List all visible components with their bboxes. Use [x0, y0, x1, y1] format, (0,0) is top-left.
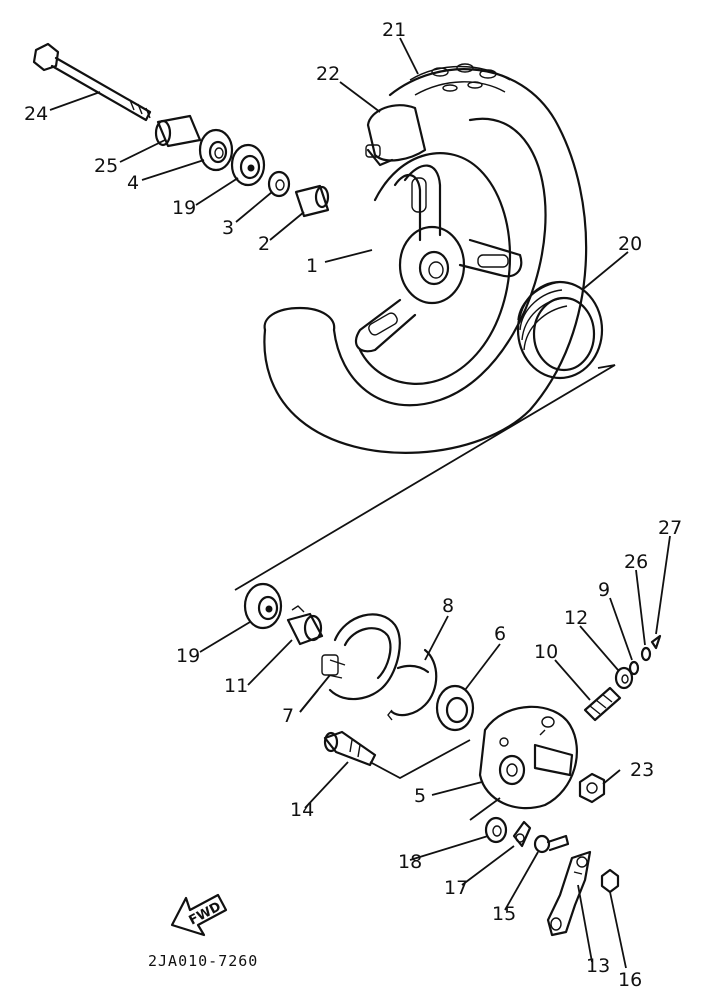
adjuster-nut	[614, 666, 634, 690]
brake-camshaft	[323, 730, 377, 767]
callout-7: 7	[282, 705, 294, 727]
cotter-pin	[650, 634, 662, 650]
assembly-line-upper	[234, 364, 616, 591]
callout-11: 11	[224, 675, 248, 697]
bolt-15	[533, 834, 570, 854]
bearing-19-lower	[243, 582, 283, 630]
camshaft-lever	[546, 850, 592, 937]
callout-10: 10	[534, 641, 558, 663]
callout-20: 20	[618, 233, 642, 255]
assembly-line-panel	[469, 797, 501, 821]
fwd-direction-arrow: FWD	[170, 893, 228, 937]
callout-25: 25	[94, 155, 118, 177]
wear-indicator	[512, 820, 532, 848]
nut-16	[600, 868, 620, 894]
callout-22: 22	[316, 63, 340, 85]
fwd-label: FWD	[187, 899, 224, 928]
wheel-rim	[263, 63, 588, 454]
callout-24: 24	[24, 103, 48, 125]
collar-3	[267, 170, 291, 198]
callout-19-upper: 19	[172, 197, 196, 219]
drawing-code: 2JA010-7260	[148, 952, 258, 970]
brake-shoes	[321, 613, 401, 701]
callout-9: 9	[598, 579, 610, 601]
callout-3: 3	[222, 217, 234, 239]
callout-18: 18	[398, 851, 422, 873]
washer-26	[640, 646, 652, 662]
washer-9	[628, 660, 640, 676]
callout-1: 1	[306, 255, 318, 277]
bearing-19-upper	[230, 143, 266, 187]
callout-27: 27	[658, 517, 682, 539]
return-spring	[387, 648, 438, 721]
brake-shoe-plate	[478, 705, 578, 810]
bearing-4	[198, 128, 234, 172]
callout-5: 5	[414, 785, 426, 807]
spacer-25	[154, 114, 202, 148]
callout-21: 21	[382, 19, 406, 41]
callout-17: 17	[444, 877, 468, 899]
callout-labels: 21 22 24 25 4 19 3 2 1 20 27 26 9 12 8 6…	[24, 19, 682, 991]
callout-26: 26	[624, 551, 648, 573]
washer-18	[484, 816, 508, 844]
axle-nut	[578, 772, 606, 804]
brake-drum-liner	[516, 280, 604, 380]
collar-11	[286, 605, 324, 646]
cable-adjuster	[583, 686, 622, 722]
callout-23: 23	[630, 759, 654, 781]
callout-6: 6	[494, 623, 506, 645]
callout-13: 13	[586, 955, 610, 977]
spacer-2	[294, 184, 330, 218]
callout-leaders	[49, 37, 671, 969]
callout-4: 4	[127, 172, 139, 194]
callout-8: 8	[442, 595, 454, 617]
callout-15: 15	[492, 903, 516, 925]
callout-16: 16	[618, 969, 642, 991]
assembly-line-camshaft	[369, 739, 471, 780]
callout-12: 12	[564, 607, 588, 629]
oil-seal	[435, 684, 475, 732]
callout-19-lower: 19	[176, 645, 200, 667]
valve-stem	[365, 104, 427, 167]
callout-14: 14	[290, 799, 314, 821]
callout-2: 2	[258, 233, 270, 255]
